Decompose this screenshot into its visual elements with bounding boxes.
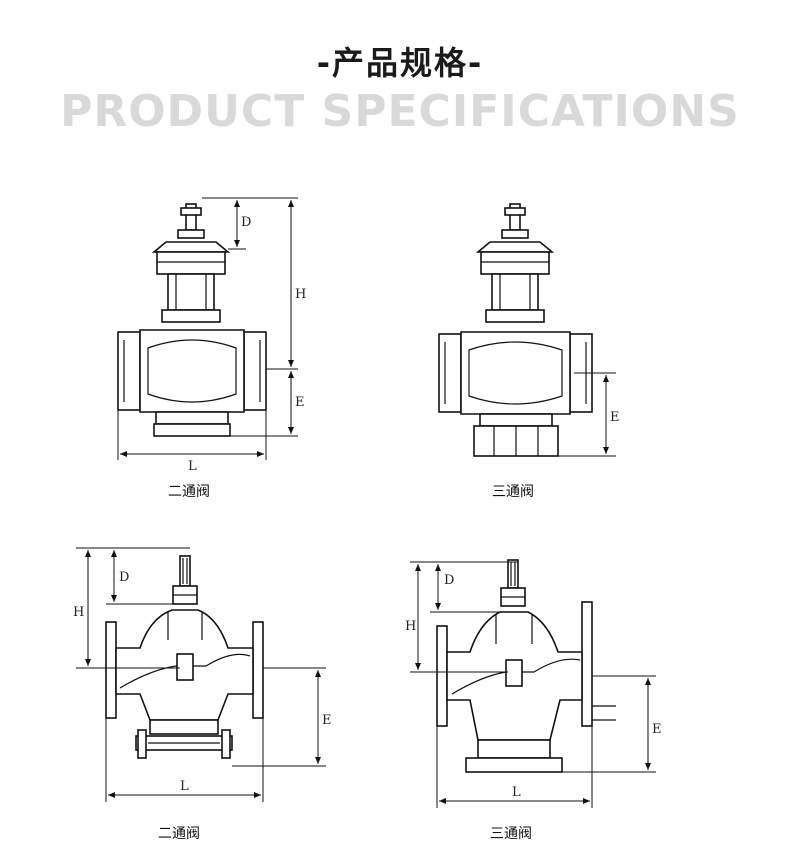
dim-label-e: E	[652, 722, 662, 737]
dim-label-e: E	[295, 395, 305, 410]
page-title: -产品规格-	[316, 44, 484, 82]
diagram-three-way-threaded: E 三通阀	[438, 203, 620, 500]
caption-three-way-bottom: 三通阀	[490, 826, 532, 842]
caption-three-way-top: 三通阀	[492, 484, 534, 500]
caption-two-way-top: 二通阀	[168, 484, 210, 500]
dim-label-h: H	[405, 619, 416, 634]
dim-label-e: E	[610, 410, 620, 425]
dim-label-d: D	[241, 215, 251, 230]
diagram-two-way-threaded: D H E L 二通阀	[117, 197, 306, 500]
diagram-two-way-flanged: D H E L 二通阀	[73, 547, 332, 842]
dim-label-d: D	[444, 573, 454, 588]
dim-label-d: D	[119, 570, 129, 585]
dim-label-h: H	[295, 287, 306, 302]
dim-label-l: L	[180, 779, 189, 794]
caption-two-way-bottom: 二通阀	[158, 826, 200, 842]
dim-label-l: L	[188, 459, 197, 474]
page-subtitle: PRODUCT SPECIFICATIONS	[60, 86, 740, 137]
diagram-three-way-flanged: D H E L 三通阀	[405, 559, 662, 842]
dim-label-h: H	[73, 605, 84, 620]
dim-label-l: L	[512, 785, 521, 800]
dim-label-e: E	[322, 713, 332, 728]
